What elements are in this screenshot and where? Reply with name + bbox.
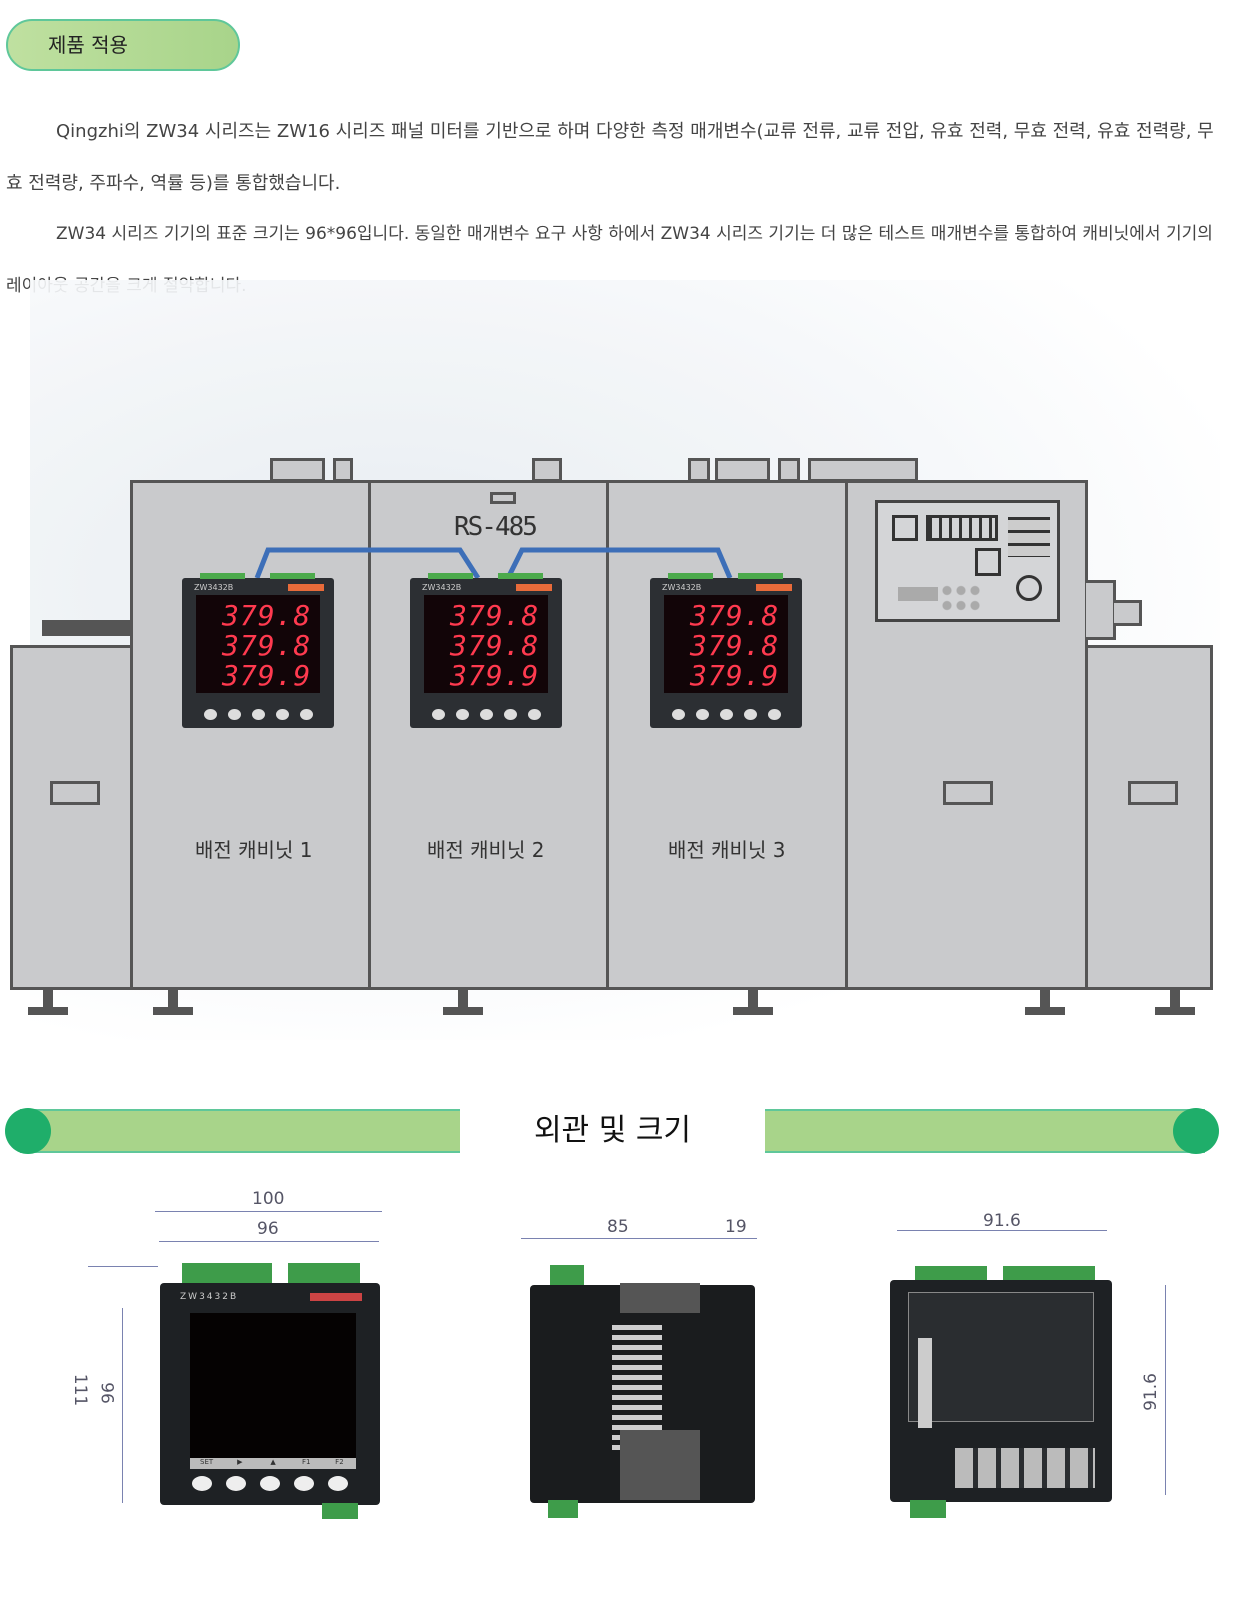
banner-bar-right	[765, 1109, 1205, 1153]
left-shelf	[42, 620, 132, 636]
intro-paragraph-1: Qingzhi의 ZW34 시리즈는 ZW16 시리즈 패널 미터를 기반으로 …	[6, 121, 1214, 194]
dim-width-outer: 100	[252, 1189, 285, 1209]
meter-reading: 379.9	[450, 659, 540, 692]
dim-width: 96	[257, 1219, 279, 1239]
meter-reading: 379.9	[690, 659, 780, 692]
key-label: SET	[200, 1458, 214, 1466]
meter-model: ZW3432B	[194, 583, 234, 592]
banner-bar-left	[20, 1109, 460, 1153]
front-model-label: ZW3432B	[180, 1292, 239, 1302]
key-label: ▲	[270, 1458, 276, 1466]
side-cabinet-right	[1085, 645, 1213, 990]
meter-reading: 379.8	[222, 599, 312, 632]
section-pill-product-application: 제품 적용	[6, 19, 240, 71]
section-title-appearance-size: 외관 및 크기	[533, 1113, 692, 1148]
meter-reading: 379.8	[690, 599, 780, 632]
meter-reading: 379.8	[450, 629, 540, 662]
cabinet-label-3: 배전 캐비닛 3	[668, 838, 786, 862]
key-label: F1	[301, 1458, 311, 1466]
meter-reading: 379.9	[222, 659, 312, 692]
key-label: F2	[335, 1458, 344, 1466]
banner-dot-right	[1173, 1108, 1219, 1154]
meter-reading: 379.8	[450, 599, 540, 632]
dim-back-width: 91.6	[983, 1211, 1021, 1231]
dim-depth: 85	[607, 1217, 629, 1237]
dim-height-outer: 111	[70, 1373, 91, 1407]
banner-dot-left	[5, 1108, 51, 1154]
key-label: ▶	[237, 1458, 243, 1466]
side-cabinet-left	[10, 645, 133, 990]
cabinet-label-2: 배전 캐비닛 2	[427, 838, 545, 862]
meter-model: ZW3432B	[662, 583, 702, 592]
meter-reading: 379.8	[222, 629, 312, 662]
control-panel	[875, 500, 1060, 622]
cabinet-label-1: 배전 캐비닛 1	[195, 838, 313, 862]
rs485-bus-cable	[254, 547, 733, 580]
meter-reading: 379.8	[690, 629, 780, 662]
dim-terminal: 19	[725, 1217, 747, 1237]
dim-back-height: 91.6	[1140, 1373, 1161, 1411]
handle	[50, 781, 100, 805]
dim-height: 96	[98, 1382, 119, 1404]
rs485-label: RS-485	[454, 512, 538, 542]
meter-model: ZW3432B	[422, 583, 462, 592]
